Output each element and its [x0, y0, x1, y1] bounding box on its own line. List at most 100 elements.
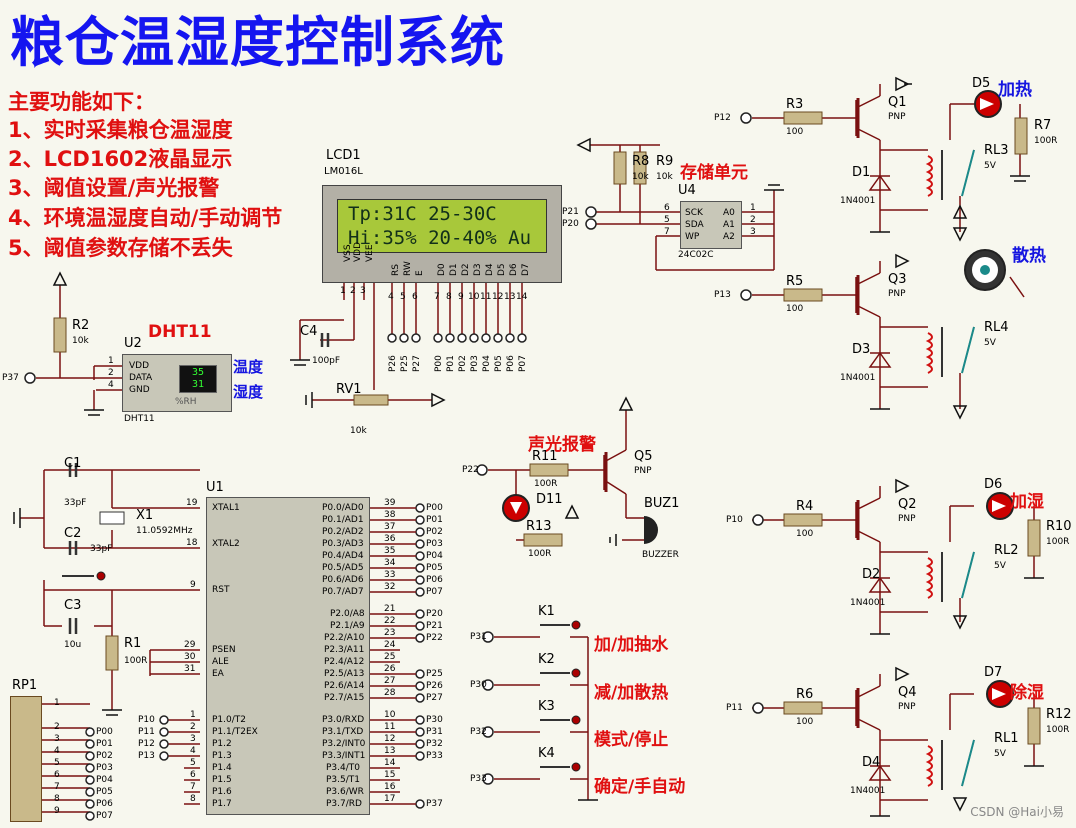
diode-model: 1N4001 — [840, 373, 876, 383]
mcu-pin-num: 13 — [384, 746, 396, 756]
lcd-pin-num: 5 — [400, 292, 406, 302]
transistor-ref: Q2 — [898, 497, 917, 512]
net-label: P05 — [494, 355, 504, 372]
mcu-pin-num: 22 — [384, 616, 396, 626]
net-label: P07 — [518, 355, 528, 372]
lcd-pin-label: D7 — [521, 263, 531, 276]
diode-ref: D1 — [852, 165, 871, 180]
c1-ref: C1 — [64, 456, 82, 471]
mcu-pin: XTAL2 — [212, 539, 240, 549]
relay-voltage: 5V — [994, 561, 1006, 571]
mcu-chip — [206, 497, 370, 815]
dehumidify-label: 除湿 — [1010, 683, 1044, 703]
q5-ref: Q5 — [634, 449, 653, 464]
key-ref: K2 — [538, 652, 555, 667]
transistor-type: PNP — [888, 289, 906, 299]
mcu-pin-num: 35 — [384, 546, 396, 556]
net-label: P02 — [458, 355, 468, 372]
net-label: P00 — [434, 355, 444, 372]
net-label: P01 — [426, 515, 443, 525]
mcu-pin-num: 8 — [190, 794, 196, 804]
dht11-ref: U2 — [124, 336, 142, 351]
net-label: P06 — [96, 799, 113, 809]
eeprom-pin: SCK — [685, 208, 703, 218]
mcu-pin: EA — [212, 669, 224, 679]
net-label: P04 — [482, 355, 492, 372]
led-ref: D7 — [984, 665, 1003, 680]
eeprom-chip: SCK SDA WP A0 A1 A2 — [680, 201, 742, 249]
mcu-pin: P2.0/A8 — [330, 609, 365, 619]
resistor-ref: R3 — [786, 97, 804, 112]
net-label: P02 — [96, 751, 113, 761]
lcd-pin-num: 11 — [480, 292, 492, 302]
diode-ref: D3 — [852, 342, 871, 357]
net-label: P21 — [562, 207, 579, 217]
mcu-pin-num: 5 — [190, 758, 196, 768]
lcd-pin-num: 10 — [468, 292, 480, 302]
c3-ref: C3 — [64, 598, 82, 613]
net-label: P25 — [400, 355, 410, 372]
dht11-display: 35 31 — [179, 365, 217, 393]
dht11-pin-num: 4 — [108, 380, 114, 390]
rv1-value: 10k — [350, 426, 367, 436]
net-label: P30 — [426, 715, 443, 725]
mcu-pin: P1.7 — [212, 799, 232, 809]
mcu-pin-num: 16 — [384, 782, 396, 792]
net-label: P27 — [426, 693, 443, 703]
relay-voltage: 5V — [984, 161, 996, 171]
lcd-pin-label: D5 — [497, 263, 507, 276]
c1-value: 33pF — [64, 498, 87, 508]
resistor-value: 100R — [1046, 537, 1070, 547]
mcu-pin: P1.3 — [212, 751, 232, 761]
key-label: 加/加抽水 — [594, 635, 669, 655]
r2-value: 10k — [72, 336, 89, 346]
net-label: P12 — [138, 739, 155, 749]
mcu-pin-num: 29 — [184, 640, 196, 650]
lcd-pin-label: D0 — [437, 263, 447, 276]
mcu-pin: P3.3/INT1 — [322, 751, 366, 761]
dht11-pin: GND — [129, 385, 150, 395]
net-label: P10 — [726, 515, 743, 525]
mcu-pin-num: 2 — [190, 722, 196, 732]
mcu-pin-num: 21 — [384, 604, 396, 614]
net-label: P32 — [426, 739, 443, 749]
lcd-pin-num: 13 — [504, 292, 516, 302]
eeprom-pin: A0 — [723, 208, 735, 218]
eeprom-pin-num: 6 — [664, 203, 670, 213]
mcu-pin: P0.2/AD2 — [322, 527, 364, 537]
lcd-pin-label: RW — [403, 261, 413, 276]
mcu-pin: P0.4/AD4 — [322, 551, 364, 561]
mcu-pin: PSEN — [212, 645, 236, 655]
relay-ref: RL1 — [994, 731, 1019, 746]
net-label: P20 — [426, 609, 443, 619]
mcu-pin: P3.5/T1 — [326, 775, 360, 785]
mcu-pin: P0.6/AD6 — [322, 575, 364, 585]
resistor-value: 100 — [796, 717, 814, 727]
net-label: P00 — [426, 503, 443, 513]
mcu-pin: RST — [212, 585, 230, 595]
rv1-ref: RV1 — [336, 382, 362, 397]
feature-item: 1、实时采集粮仓温湿度 — [8, 118, 233, 142]
net-label: P04 — [426, 551, 443, 561]
feature-item: 5、阈值参数存储不丢失 — [8, 236, 233, 260]
lcd-model: LM016L — [324, 166, 363, 177]
mcu-pin-num: 10 — [384, 710, 396, 720]
feature-item: 4、环境温湿度自动/手动调节 — [8, 206, 283, 230]
mcu-pin-num: 36 — [384, 534, 396, 544]
lcd-pin-label: E — [415, 270, 425, 276]
r13-value: 100R — [528, 549, 552, 559]
r2-ref: R2 — [72, 318, 90, 333]
eeprom-pin-num: 5 — [664, 215, 670, 225]
net-label: P03 — [470, 355, 480, 372]
mcu-pin: P2.3/A11 — [324, 645, 365, 655]
net-label: P13 — [138, 751, 155, 761]
storage-label: 存储单元 — [680, 163, 748, 183]
led-ref: D5 — [972, 76, 991, 91]
net-label: P20 — [562, 219, 579, 229]
rp1-pin-num: 1 — [54, 698, 60, 708]
resistor-ref: R4 — [796, 499, 814, 514]
rp1-pin-num: 3 — [54, 734, 60, 744]
mcu-pin: P3.0/RXD — [322, 715, 365, 725]
mcu-pin: P2.2/A10 — [324, 633, 365, 643]
r8-value: 10k — [632, 172, 649, 182]
